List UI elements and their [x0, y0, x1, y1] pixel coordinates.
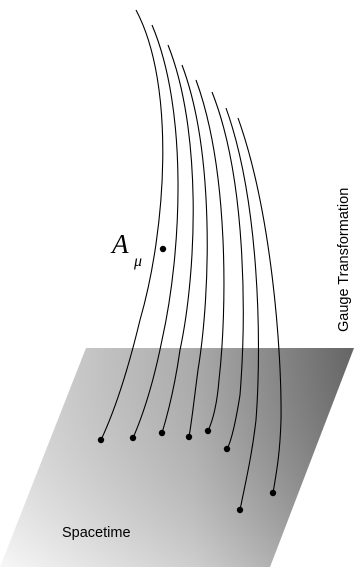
fiber-curve-7 [225, 107, 260, 511]
fiber-curve-4 [181, 64, 208, 438]
field-point [159, 245, 167, 253]
base-point-3 [158, 429, 166, 437]
base-point-5 [204, 427, 212, 435]
spacetime-label: Spacetime [62, 525, 131, 541]
fiber-curve-2 [132, 24, 179, 439]
fiber-curve-3 [161, 44, 194, 434]
spacetime-plane-shade [0, 348, 354, 567]
fiber-curve-6 [211, 91, 244, 450]
base-point-1 [97, 436, 105, 444]
fiber-curve-1 [100, 9, 164, 441]
base-point-4 [185, 433, 193, 441]
fiber-base-points [97, 245, 277, 514]
gauge-fiber-curves [100, 9, 282, 511]
base-point-8 [269, 489, 277, 497]
field-label: A [110, 229, 129, 259]
gauge-transformation-label: Gauge Transformation [336, 188, 352, 332]
base-point-2 [129, 434, 137, 442]
base-point-6 [223, 445, 231, 453]
fiber-curve-8 [237, 117, 282, 494]
fiber-curve-5 [195, 79, 225, 432]
field-label-subscript: μ [133, 253, 142, 270]
base-point-7 [236, 506, 244, 514]
